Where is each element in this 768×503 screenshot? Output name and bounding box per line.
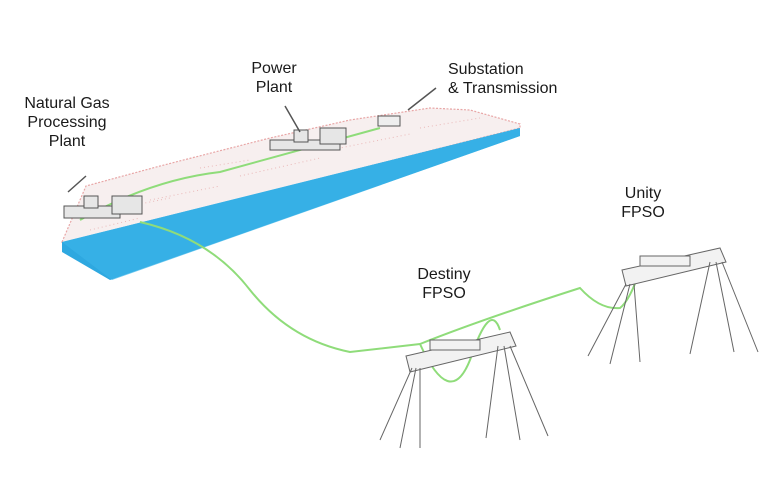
shore-land-texture (89, 117, 481, 231)
power-plant-label-line2: Plant (255, 79, 293, 96)
substation-label-line2: & Transmission (448, 80, 558, 97)
unity-fpso-label: Unity FPSO (612, 184, 674, 222)
power-plant (269, 127, 347, 151)
power-plant-label: Power Plant (236, 59, 312, 97)
natural-gas-label-line3: Plant (48, 133, 86, 150)
natural-gas-plant-label: Natural Gas Processing Plant (6, 94, 128, 151)
power-plant-label-line1: Power (251, 60, 297, 77)
leader-lines (67, 87, 437, 193)
unity-fpso (587, 247, 759, 365)
natural-gas-label-line1: Natural Gas (24, 95, 110, 112)
destiny-fpso (379, 331, 549, 449)
destiny-label-line2: FPSO (422, 285, 466, 302)
substation-label: Substation & Transmission (448, 60, 557, 98)
unity-label-line2: FPSO (621, 204, 665, 221)
destiny-fpso-label: Destiny FPSO (405, 265, 483, 303)
substation-label-line1: Substation (448, 61, 524, 78)
natural-gas-plant (63, 195, 143, 219)
ocean-face (62, 128, 520, 280)
shore-land (61, 107, 521, 245)
substation (377, 115, 401, 127)
natural-gas-label-line2: Processing (27, 114, 107, 131)
unity-label-line1: Unity (624, 185, 662, 202)
destiny-label-line1: Destiny (417, 266, 471, 283)
